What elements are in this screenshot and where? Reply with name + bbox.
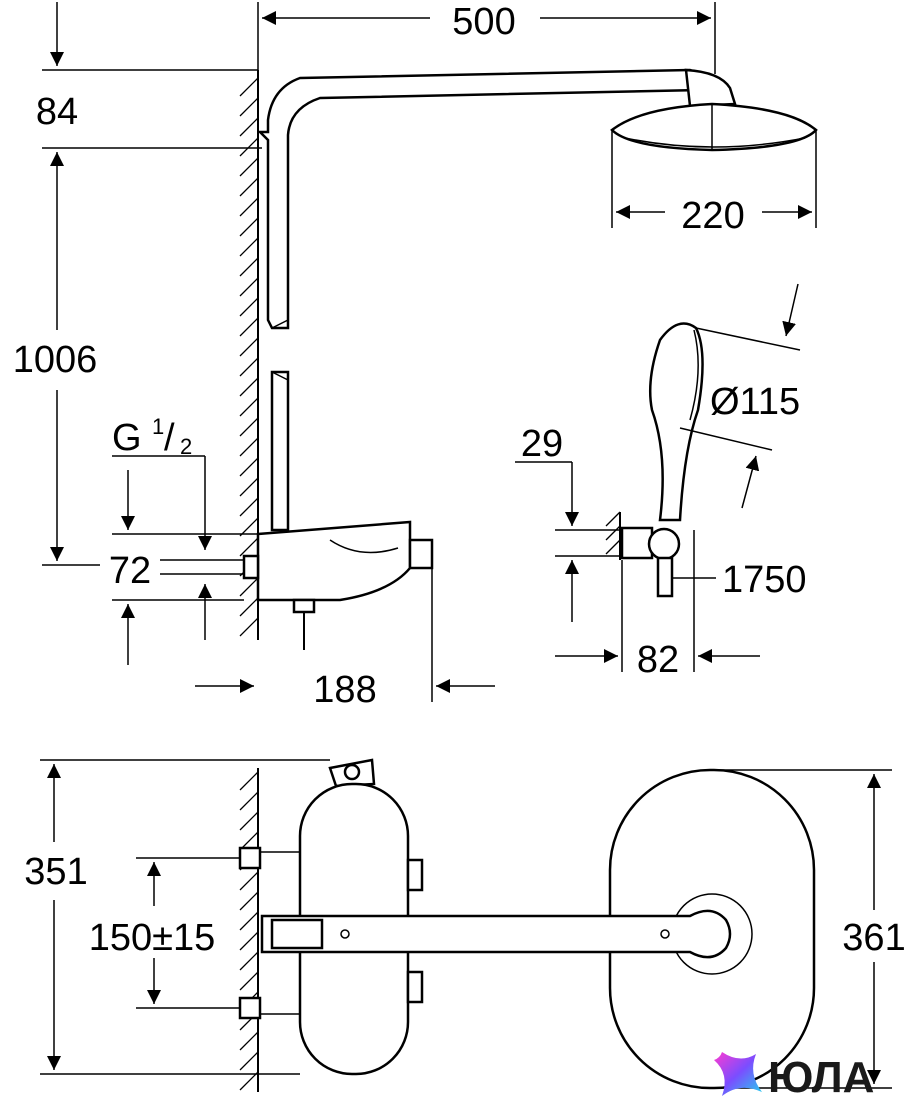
label-arm-height: 84 (36, 91, 78, 133)
wall-hatch-line (605, 525, 621, 541)
shower-arm-front (260, 909, 732, 959)
dim-hose-length: 1750 (672, 559, 807, 601)
label-holder-offset: 29 (521, 423, 563, 465)
wall-hatch-line (239, 791, 259, 811)
wall-hatch-line (239, 177, 259, 197)
wall-hatch-line (239, 237, 259, 257)
wall-hatch-line (239, 891, 259, 911)
yula-logo-text: ЮЛА (768, 1053, 874, 1100)
wall-hatch-line (239, 931, 259, 951)
wall-hatch-line (239, 1051, 259, 1071)
wall-hatch-line (239, 771, 259, 791)
wall-hatch-line (239, 197, 259, 217)
wall-hatch-line (239, 577, 259, 597)
wall-hatch-line (239, 871, 259, 891)
wall-hatch-line (605, 539, 621, 555)
wall-bottom (239, 768, 259, 1092)
label-inlet-offset: 72 (109, 550, 151, 592)
label-inlet-centers: 150±15 (89, 917, 216, 959)
dim-overall-height: 1006 (13, 152, 100, 566)
dim-hand-shower-diameter: Ø115 (679, 283, 801, 509)
wall-hatch-line (239, 517, 259, 537)
wall-hatch-line (239, 497, 259, 517)
wall-hatch-line (239, 337, 259, 357)
label-mixer-height: 351 (24, 851, 87, 893)
head-shower (610, 68, 818, 152)
yula-star-icon (714, 1052, 762, 1096)
yula-logo: ЮЛА (714, 1052, 874, 1100)
wall-hatch-line (239, 377, 259, 397)
label-holder-projection: 82 (637, 639, 679, 681)
wall-hatch-line (239, 317, 259, 337)
label-arm-length: 500 (452, 1, 515, 43)
dim-inlet-offset: 72 (109, 470, 262, 665)
dim-holder-offset: 29 (515, 423, 622, 622)
hand-shower (605, 322, 704, 598)
wall-hatch-line (239, 397, 259, 417)
wall-hatch-line (239, 971, 259, 991)
wall-hatch-line (239, 911, 259, 931)
wall-hatch-line (239, 117, 259, 137)
wall-hatch-line (239, 357, 259, 377)
label-hand-shower-diameter: Ø115 (710, 381, 800, 423)
label-head-diameter: 220 (681, 195, 744, 237)
wall-hatch-line (239, 537, 259, 557)
dim-arm-height: 84 (36, 2, 262, 149)
wall-hatch-line (239, 97, 259, 117)
wall-hatch-line (605, 511, 621, 527)
wall-hatch-line (239, 217, 259, 237)
wall-hatch-line (239, 77, 259, 97)
label-plate-height: 361 (842, 917, 905, 959)
wall-hatch-line (239, 477, 259, 497)
wall-hatch-line (239, 597, 259, 617)
wall-hatch-line (239, 297, 259, 317)
wall-hatch-line (239, 437, 259, 457)
wall-hatch-line (239, 137, 259, 157)
label-thread-den: 2 (180, 434, 192, 459)
thermostat-body (242, 520, 434, 650)
wall-hatch-line (239, 617, 259, 637)
label-thread-num: 1 (152, 414, 164, 439)
wall-hatch-line (239, 1031, 259, 1051)
wall-hatch-line (239, 457, 259, 477)
label-overall-height: 1006 (13, 339, 98, 381)
wall-top (239, 70, 259, 640)
label-thermostat-projection: 188 (313, 669, 376, 711)
dim-plate-height: 361 (712, 769, 905, 1089)
wall-hatch-line (239, 951, 259, 971)
label-hose-length: 1750 (722, 559, 807, 601)
wall-hatch-line (239, 257, 259, 277)
dim-thread: G 1 / 2 (112, 414, 212, 640)
dim-inlet-centers: 150±15 (89, 857, 240, 1009)
shower-column (256, 68, 702, 532)
wall-hatch-line (239, 811, 259, 831)
label-thread-slash: / (164, 417, 175, 459)
label-thread-prefix: G (112, 417, 142, 459)
wall-hatch-line (239, 277, 259, 297)
wall-hatch-line (239, 1071, 259, 1091)
wall-hatch-line (239, 157, 259, 177)
dim-arm-length: 500 (257, 1, 716, 74)
wall-hatch-line (239, 417, 259, 437)
dim-holder-projection: 82 (555, 530, 760, 681)
dim-mixer-height: 351 (24, 759, 330, 1075)
dim-head-diameter: 220 (611, 130, 817, 237)
dim-thermostat-projection: 188 (195, 568, 495, 711)
